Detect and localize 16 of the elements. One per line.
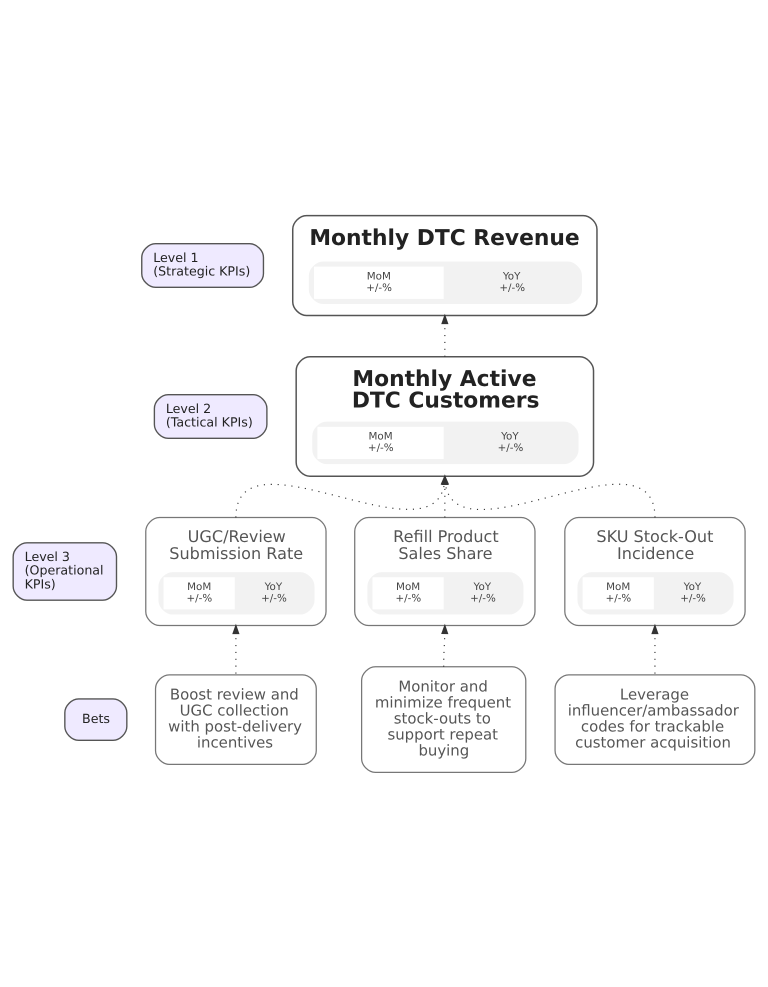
node-box: Bets — [64, 698, 128, 740]
node-box: Monitor and minimize frequent stock-outs to support repeat buying — [360, 666, 526, 773]
node-box: Level 3 (Operational KPIs) — [12, 542, 118, 600]
node-box: SKU Stock-Out Incidence MoM +/-% YoY +/-% — [564, 516, 746, 626]
arrow — [441, 623, 448, 666]
node-box: Refill Product Sales Share MoM +/-% YoY +/-% — [354, 516, 536, 626]
node-box: Monthly Active DTC Customers MoM +/-% YoY +/-% — [295, 356, 594, 476]
node-box: Leverage influencer/ambassador codes for trackable customer acquisition — [554, 674, 756, 764]
arrow — [651, 623, 659, 674]
node-box: Boost review and UGC collection with post-delivery incentives — [154, 674, 317, 764]
node-box: UGC/Review Submission Rate MoM +/-% YoY +/-% — [145, 516, 327, 626]
node-box: Level 2 (Tactical KPIs) — [154, 394, 268, 438]
node-box: Level 1 (Strategic KPIs) — [141, 242, 264, 288]
node-box: Monthly DTC Revenue MoM +/-% YoY +/-% — [292, 214, 598, 316]
arrow — [441, 313, 448, 356]
arrow — [232, 623, 240, 674]
